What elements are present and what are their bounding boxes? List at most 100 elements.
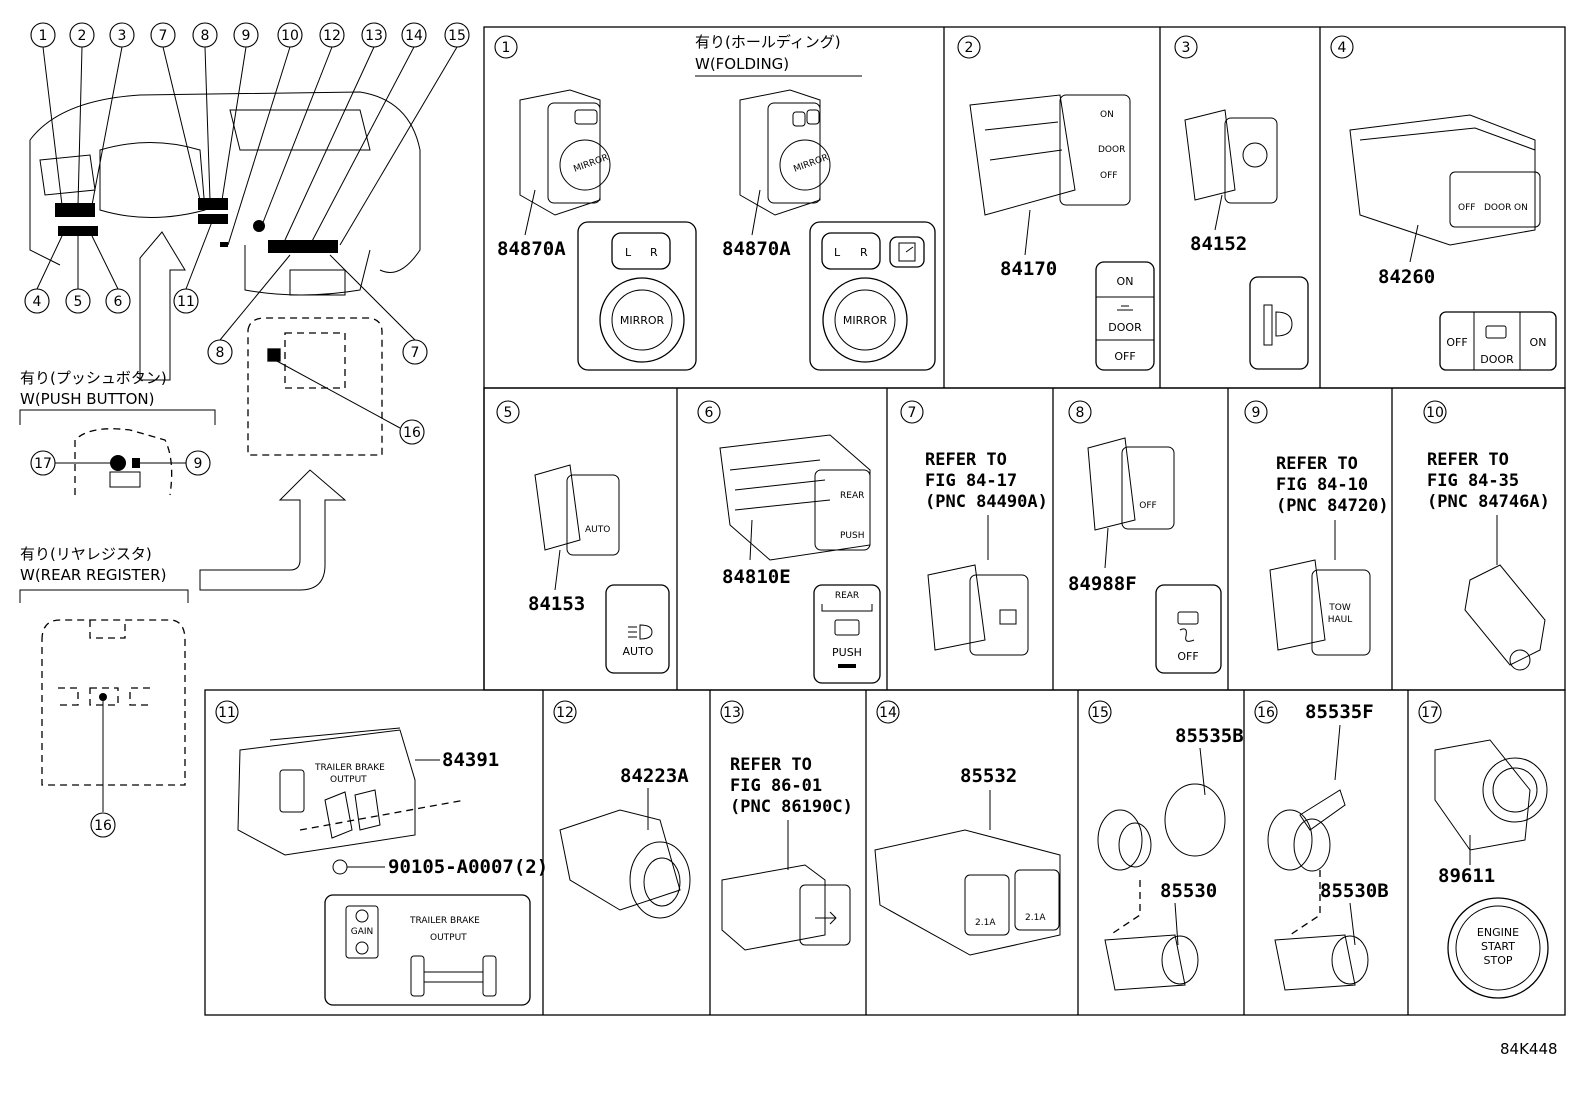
svg-text:6: 6	[114, 294, 123, 310]
panel-16-power-outlet: 16 85535F 85530B	[1254, 700, 1389, 991]
svg-text:7: 7	[411, 345, 420, 361]
svg-text:4: 4	[1338, 40, 1347, 56]
svg-text:OFF: OFF	[1100, 171, 1117, 181]
svg-text:AUTO: AUTO	[623, 645, 654, 658]
svg-text:4: 4	[33, 294, 42, 310]
svg-text:TOW: TOW	[1328, 603, 1351, 613]
svg-text:84170: 84170	[1000, 258, 1057, 280]
panel-7-refer: 7 REFER TO FIG 84-17 (PNC 84490A)	[900, 400, 1048, 656]
svg-text:FIG 84-17: FIG 84-17	[925, 471, 1017, 491]
panel-2-dome-switch: 2 ON DOOR OFF 84170 ON DOOR OFF	[957, 35, 1155, 371]
svg-text:START: START	[1481, 940, 1515, 953]
svg-text:R: R	[650, 246, 658, 259]
svg-text:DOOR: DOOR	[1098, 145, 1125, 155]
grid-frame	[204, 26, 1566, 1016]
svg-text:84870A: 84870A	[722, 238, 791, 260]
svg-text:L: L	[625, 246, 632, 259]
svg-text:16: 16	[403, 425, 421, 441]
svg-text:AUTO: AUTO	[585, 525, 610, 535]
engine-start-icon: ENGINE START STOP	[1447, 897, 1549, 999]
panel-5-auto-light-switch: 5 AUTO 84153 AUTO	[496, 400, 670, 674]
svg-text:84152: 84152	[1190, 233, 1247, 255]
svg-text:REAR: REAR	[840, 491, 864, 501]
svg-text:2.1A: 2.1A	[975, 918, 996, 928]
svg-text:W(PUSH BUTTON): W(PUSH BUTTON)	[20, 390, 155, 408]
mirror-icon-a: L R MIRROR	[577, 221, 697, 371]
svg-text:有り(プッシュボタン): 有り(プッシュボタン)	[20, 369, 167, 387]
svg-text:REFER TO: REFER TO	[1427, 450, 1509, 470]
svg-text:FIG 86-01: FIG 86-01	[730, 776, 822, 796]
svg-text:ON: ON	[1100, 110, 1114, 120]
svg-text:84391: 84391	[442, 749, 499, 771]
svg-text:84153: 84153	[528, 593, 585, 615]
svg-text:12: 12	[556, 705, 574, 721]
svg-text:10: 10	[1426, 405, 1444, 421]
callout-15: 15	[339, 22, 470, 246]
callout-8: 8	[192, 22, 218, 201]
callout-4: 4	[24, 235, 63, 314]
svg-text:2.1A: 2.1A	[1025, 913, 1046, 923]
svg-text:REFER TO: REFER TO	[1276, 454, 1358, 474]
svg-text:ON: ON	[1117, 275, 1134, 288]
svg-text:15: 15	[448, 28, 466, 44]
svg-text:TRAILER BRAKE: TRAILER BRAKE	[314, 763, 385, 773]
callout-1: 1	[30, 22, 63, 206]
svg-text:DOOR: DOOR	[1108, 321, 1142, 334]
svg-text:OUTPUT: OUTPUT	[430, 933, 467, 943]
svg-text:84870A: 84870A	[497, 238, 566, 260]
svg-text:85530B: 85530B	[1320, 880, 1389, 902]
svg-text:W(FOLDING): W(FOLDING)	[695, 55, 789, 73]
leveling-icon	[1249, 276, 1309, 370]
svg-text:5: 5	[74, 294, 83, 310]
svg-text:MIRROR: MIRROR	[792, 153, 829, 175]
mirror-switch-b: MIRROR	[739, 89, 831, 216]
svg-text:MIRROR: MIRROR	[620, 314, 665, 327]
panel-1-mirror-switch: 1 有り(ホールディング) W(FOLDING) MIRROR 84870A L…	[494, 33, 936, 371]
callout-12: 12	[261, 22, 345, 226]
svg-text:(PNC 84746A): (PNC 84746A)	[1427, 492, 1550, 512]
overview-bottom-callouts: 4 5 6 11 8 7 16	[24, 213, 428, 445]
svg-text:89611: 89611	[1438, 865, 1495, 887]
svg-text:90105-A0007(2): 90105-A0007(2)	[388, 856, 548, 878]
callout-7: 7	[150, 22, 201, 201]
overview-section: 1 2 3 7 8 9 10 12 13 14 15	[19, 22, 470, 838]
svg-text:GAIN: GAIN	[351, 927, 374, 937]
dashboard-sketch	[29, 91, 421, 381]
callout-14: 14	[309, 22, 427, 246]
svg-text:16: 16	[94, 818, 112, 834]
svg-text:8: 8	[201, 28, 210, 44]
svg-text:5: 5	[504, 405, 513, 421]
svg-text:REAR: REAR	[835, 591, 859, 601]
callout-13: 13	[284, 22, 387, 241]
panel-15-power-outlet: 15 85535B 85530	[1088, 700, 1244, 991]
vsc-off-icon: OFF	[1155, 584, 1222, 674]
svg-text:84810E: 84810E	[722, 566, 791, 588]
callout-6: 6	[91, 235, 131, 314]
svg-text:9: 9	[194, 456, 203, 472]
callout-9: 9	[221, 22, 259, 201]
panel-13-refer: 13 REFER TO FIG 86-01 (PNC 86190C)	[720, 700, 853, 951]
svg-text:11: 11	[177, 294, 195, 310]
callout-8-lower: 8	[207, 254, 291, 365]
svg-text:1: 1	[502, 40, 511, 56]
callout-2: 2	[69, 22, 95, 206]
svg-text:ON: ON	[1514, 203, 1528, 213]
svg-text:84988F: 84988F	[1068, 573, 1137, 595]
svg-text:OFF: OFF	[1458, 203, 1475, 213]
svg-text:REFER TO: REFER TO	[925, 450, 1007, 470]
panel-6-rear-window-switch: 6 REAR PUSH 84810E REAR PUSH	[697, 400, 881, 684]
callout-17: 17	[30, 450, 112, 476]
svg-text:FIG 84-10: FIG 84-10	[1276, 475, 1368, 495]
svg-text:3: 3	[118, 28, 127, 44]
svg-text:85530: 85530	[1160, 880, 1217, 902]
panel-4-door-lock-switch: 4 OFF DOOR ON 84260 OFF DOOR ON	[1330, 35, 1557, 371]
auto-light-icon: AUTO	[605, 584, 670, 674]
callout-5: 5	[65, 236, 91, 314]
callout-9-push: 9	[140, 450, 211, 476]
svg-text:12: 12	[323, 28, 341, 44]
panel-11-trailer-brake: 11 TRAILER BRAKE OUTPUT 84391 90105-A000…	[215, 700, 548, 1006]
svg-text:TRAILER BRAKE: TRAILER BRAKE	[409, 916, 480, 926]
panel-10-refer: 10 REFER TO FIG 84-35 (PNC 84746A)	[1423, 400, 1550, 671]
svg-text:W(REAR REGISTER): W(REAR REGISTER)	[20, 566, 166, 584]
svg-text:17: 17	[34, 456, 52, 472]
